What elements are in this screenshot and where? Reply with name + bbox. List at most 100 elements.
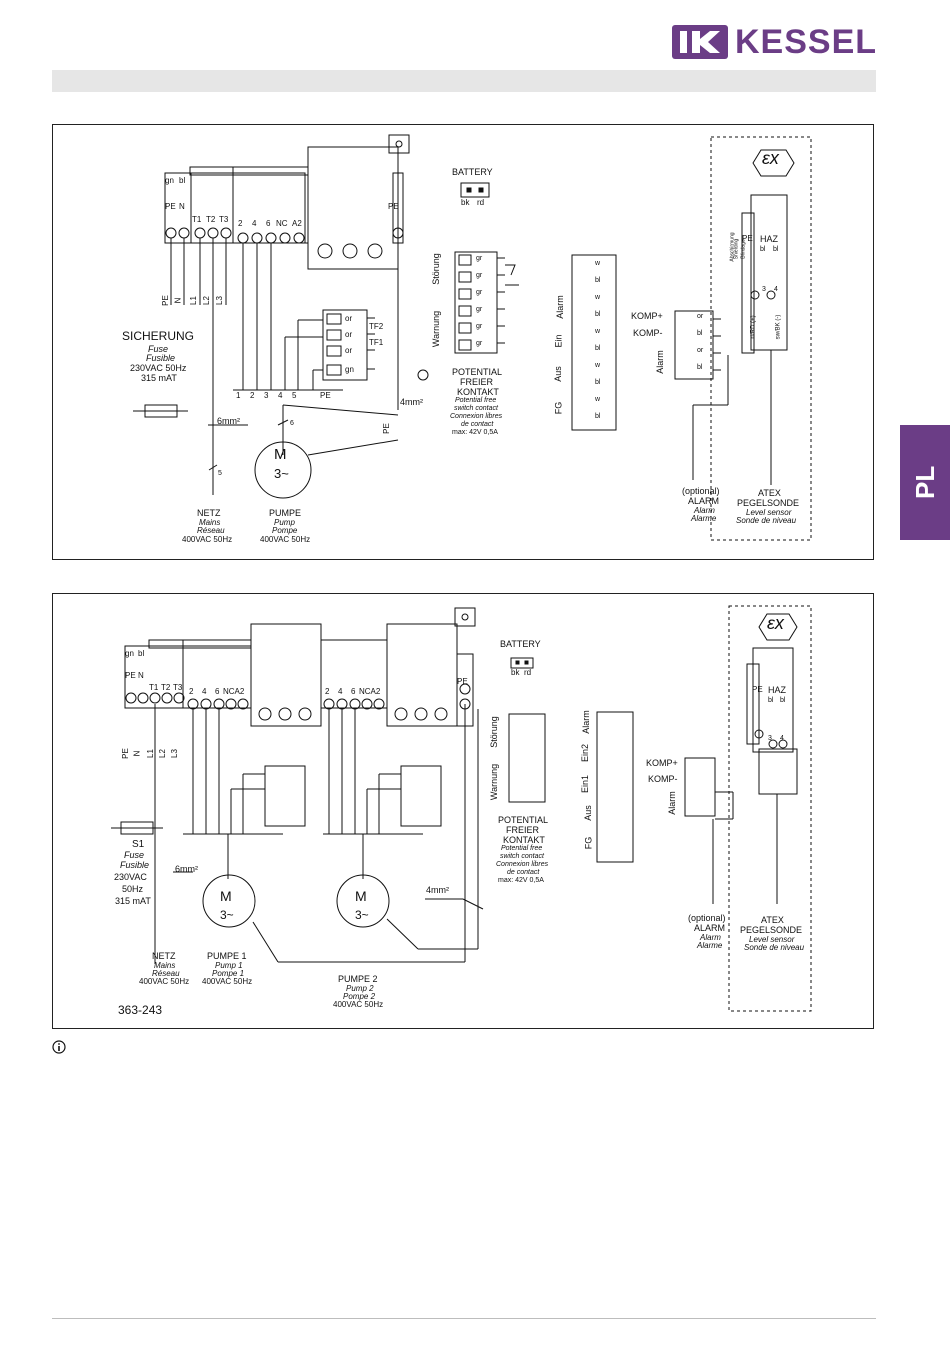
diagram-1-labels: gn bl PE N T1 T2 T3 2 4 6 NC A2 PE PE N …	[52, 124, 874, 560]
sicherung-label: SICHERUNG	[122, 329, 195, 343]
wire-4mm: 4mm²	[426, 885, 449, 895]
header-band	[52, 70, 876, 92]
alarm-it-2: Alarme	[697, 941, 723, 950]
signal-terminal-stack	[596, 711, 634, 863]
fuse-it-2: Fusible	[146, 353, 176, 363]
contactor-block	[307, 146, 399, 270]
netz-it-1: Mains	[199, 518, 221, 527]
atex-zone	[728, 605, 812, 1012]
pump2-volt: 400VAC 50Hz	[333, 1000, 384, 1009]
terminal-t3: T3	[173, 683, 183, 692]
atex-ex-icon	[758, 613, 798, 641]
haz-4: 4	[774, 286, 778, 293]
haz-pe: PE	[742, 234, 753, 243]
out-nc: NC	[276, 219, 288, 228]
language-tab[interactable]	[900, 425, 950, 540]
pump2-it-1: Pump 2	[346, 984, 374, 993]
alarm-it-1: Alarm	[694, 506, 715, 515]
pegelsonde-label: PEGELSONDE	[740, 925, 803, 935]
pump-it-1: Pump	[274, 518, 295, 527]
drawing-number: 363-243	[118, 1003, 163, 1017]
relay-gr-5: gr	[476, 323, 483, 330]
haz-pe: PE	[752, 685, 763, 694]
sig-bl-3: bl	[595, 345, 601, 352]
terminal-bl: bl	[138, 649, 145, 658]
terminal-t2: T2	[161, 683, 171, 692]
out-nca2: NCA2	[223, 687, 245, 696]
potential-2: FREIER	[506, 825, 540, 835]
line-n: N	[132, 750, 142, 757]
terminal-gn: gn	[165, 176, 174, 185]
wire-1: 1	[236, 391, 241, 400]
terminal-bl: bl	[179, 176, 186, 185]
potential-it-4: de contact	[507, 869, 540, 876]
out2-nca2: NCA2	[359, 687, 381, 696]
atex-label: ATEX	[758, 488, 781, 498]
fuse-it-2: Fusible	[120, 860, 150, 870]
line-l3: L3	[169, 749, 179, 758]
relay-terminal-stack	[454, 251, 519, 354]
shield-2: Shielding	[733, 238, 740, 260]
pumpe-label: PUMPE	[269, 508, 302, 518]
line-pe: PE	[160, 295, 170, 306]
wiring-diagram-dual-pump	[52, 593, 874, 1029]
pump1-it-1: Pump 1	[215, 961, 243, 970]
sig-bl-1: bl	[595, 277, 601, 284]
komp-terminal-stack	[684, 757, 716, 817]
atex-label: ATEX	[761, 915, 784, 925]
terminal-t1: T1	[192, 215, 202, 224]
netz-label: NETZ	[152, 951, 176, 961]
stoerung-label: Störung	[488, 716, 499, 748]
diagram-1-svg	[133, 134, 812, 541]
potential-max: max: 42V 0,5A	[498, 877, 544, 884]
line-pe: PE	[120, 748, 130, 759]
komp-or-1: or	[697, 313, 704, 320]
terminal-n: N	[179, 202, 185, 211]
shield-3: Blindage	[740, 239, 747, 259]
wire-pe: PE	[320, 391, 331, 400]
out-4: 4	[202, 687, 207, 696]
komp-plus: KOMP+	[631, 311, 663, 321]
fuse-it-1: Fuse	[124, 850, 145, 860]
level-sensor: Level sensor	[749, 935, 795, 944]
potential-1: POTENTIAL	[498, 815, 549, 825]
tf-gn: gn	[345, 365, 354, 374]
thermal-switch-terminal	[322, 309, 368, 381]
info-icon	[52, 1040, 66, 1054]
komp-minus: KOMP-	[633, 328, 663, 338]
potential-it-2: switch contact	[454, 405, 498, 412]
motor2-m: M	[355, 888, 367, 904]
wire-5: 5	[292, 391, 297, 400]
wire-4mm: 4mm²	[400, 397, 423, 407]
line-l2: L2	[201, 296, 211, 305]
potential-max: max: 42V 0,5A	[452, 429, 498, 436]
fuse-val-1: 230VAC	[114, 872, 147, 882]
out2-4: 4	[338, 687, 343, 696]
wire-6mm: 6mm²	[217, 416, 240, 426]
brand-name: KESSEL	[735, 23, 878, 61]
motor2-3: 3~	[355, 908, 369, 922]
diagram-2-labels: gn bl PE N T1 T2 T3 2 4 6 NCA2 2 4 6 NCA…	[52, 593, 874, 1029]
komp-bl-1: bl	[697, 330, 703, 337]
battery-rd: rd	[524, 668, 532, 677]
fuse-it-1: Fuse	[148, 344, 169, 354]
komp-alarm: Alarm	[654, 350, 665, 374]
netz-volt: 400VAC 50Hz	[139, 977, 190, 986]
sig-w-2: w	[595, 294, 601, 301]
out2-6: 6	[351, 687, 356, 696]
terminal-n: N	[138, 671, 144, 680]
group-aus: Aus	[582, 805, 593, 821]
line-l1: L1	[145, 749, 155, 758]
haz-module	[752, 647, 794, 753]
motor-m: M	[274, 446, 287, 463]
terminal-t1: T1	[149, 683, 159, 692]
fuse-val-3: 315 mAT	[115, 896, 151, 906]
haz-bl-1: bl	[760, 246, 766, 253]
haz-bl-1: bl	[768, 697, 774, 704]
s1-label: S1	[132, 839, 145, 850]
sig-w-4: w	[595, 362, 601, 369]
netz-it-2: Réseau	[197, 526, 225, 535]
pump1-volt: 400VAC 50Hz	[202, 977, 253, 986]
wire-3: 3	[264, 391, 269, 400]
pumpe2-label: PUMPE 2	[338, 974, 378, 984]
